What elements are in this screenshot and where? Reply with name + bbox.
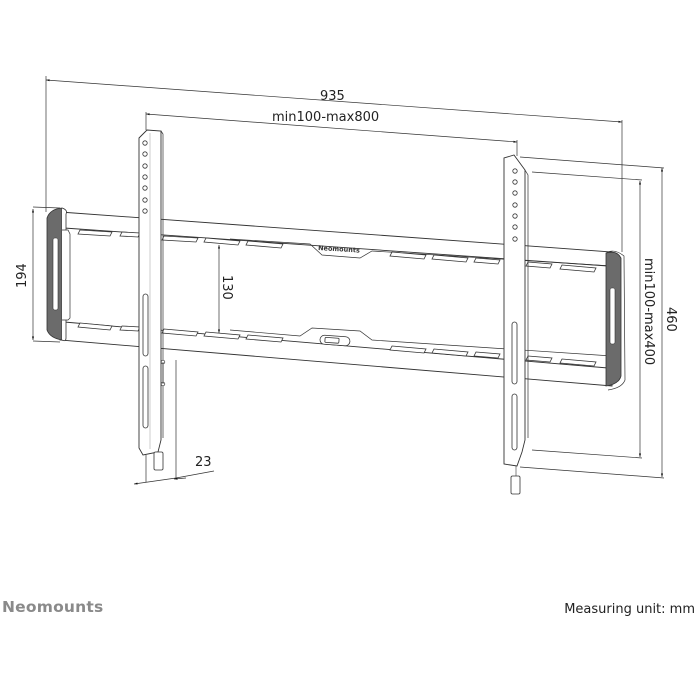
dim-800-line: [145, 113, 518, 143]
dim-935-line: [45, 79, 623, 123]
footer-brand-logo: Neomounts: [2, 598, 104, 616]
dim-130-label: 130: [219, 275, 234, 300]
dimension-lines: [31, 76, 665, 485]
dim-400-label: min100-max400: [641, 258, 656, 365]
measuring-unit-label: Measuring unit: mm: [564, 602, 695, 617]
safety-lock: [153, 451, 164, 471]
left-end-cap: [46, 207, 71, 342]
rail-brand-label: Neomounts: [318, 244, 360, 255]
dim-23-label: 23: [195, 455, 212, 470]
right-end-cap: [605, 250, 626, 391]
bubble-level-icon: [319, 334, 351, 347]
left-vertical-arm: [138, 129, 166, 471]
dim-23-line: [133, 477, 177, 485]
safety-lock: [510, 475, 521, 495]
dim-460-label: 460: [663, 307, 678, 332]
rail-slots-top: [77, 229, 597, 273]
wall-rail: [59, 211, 613, 387]
dim-800-label: min100-max800: [272, 110, 379, 125]
arm-holes: [512, 168, 518, 242]
rail-slots-bottom: [77, 322, 597, 367]
right-vertical-arm: [503, 154, 529, 495]
dim-935-label: 935: [320, 89, 345, 104]
dim-194-label: 194: [15, 263, 30, 288]
